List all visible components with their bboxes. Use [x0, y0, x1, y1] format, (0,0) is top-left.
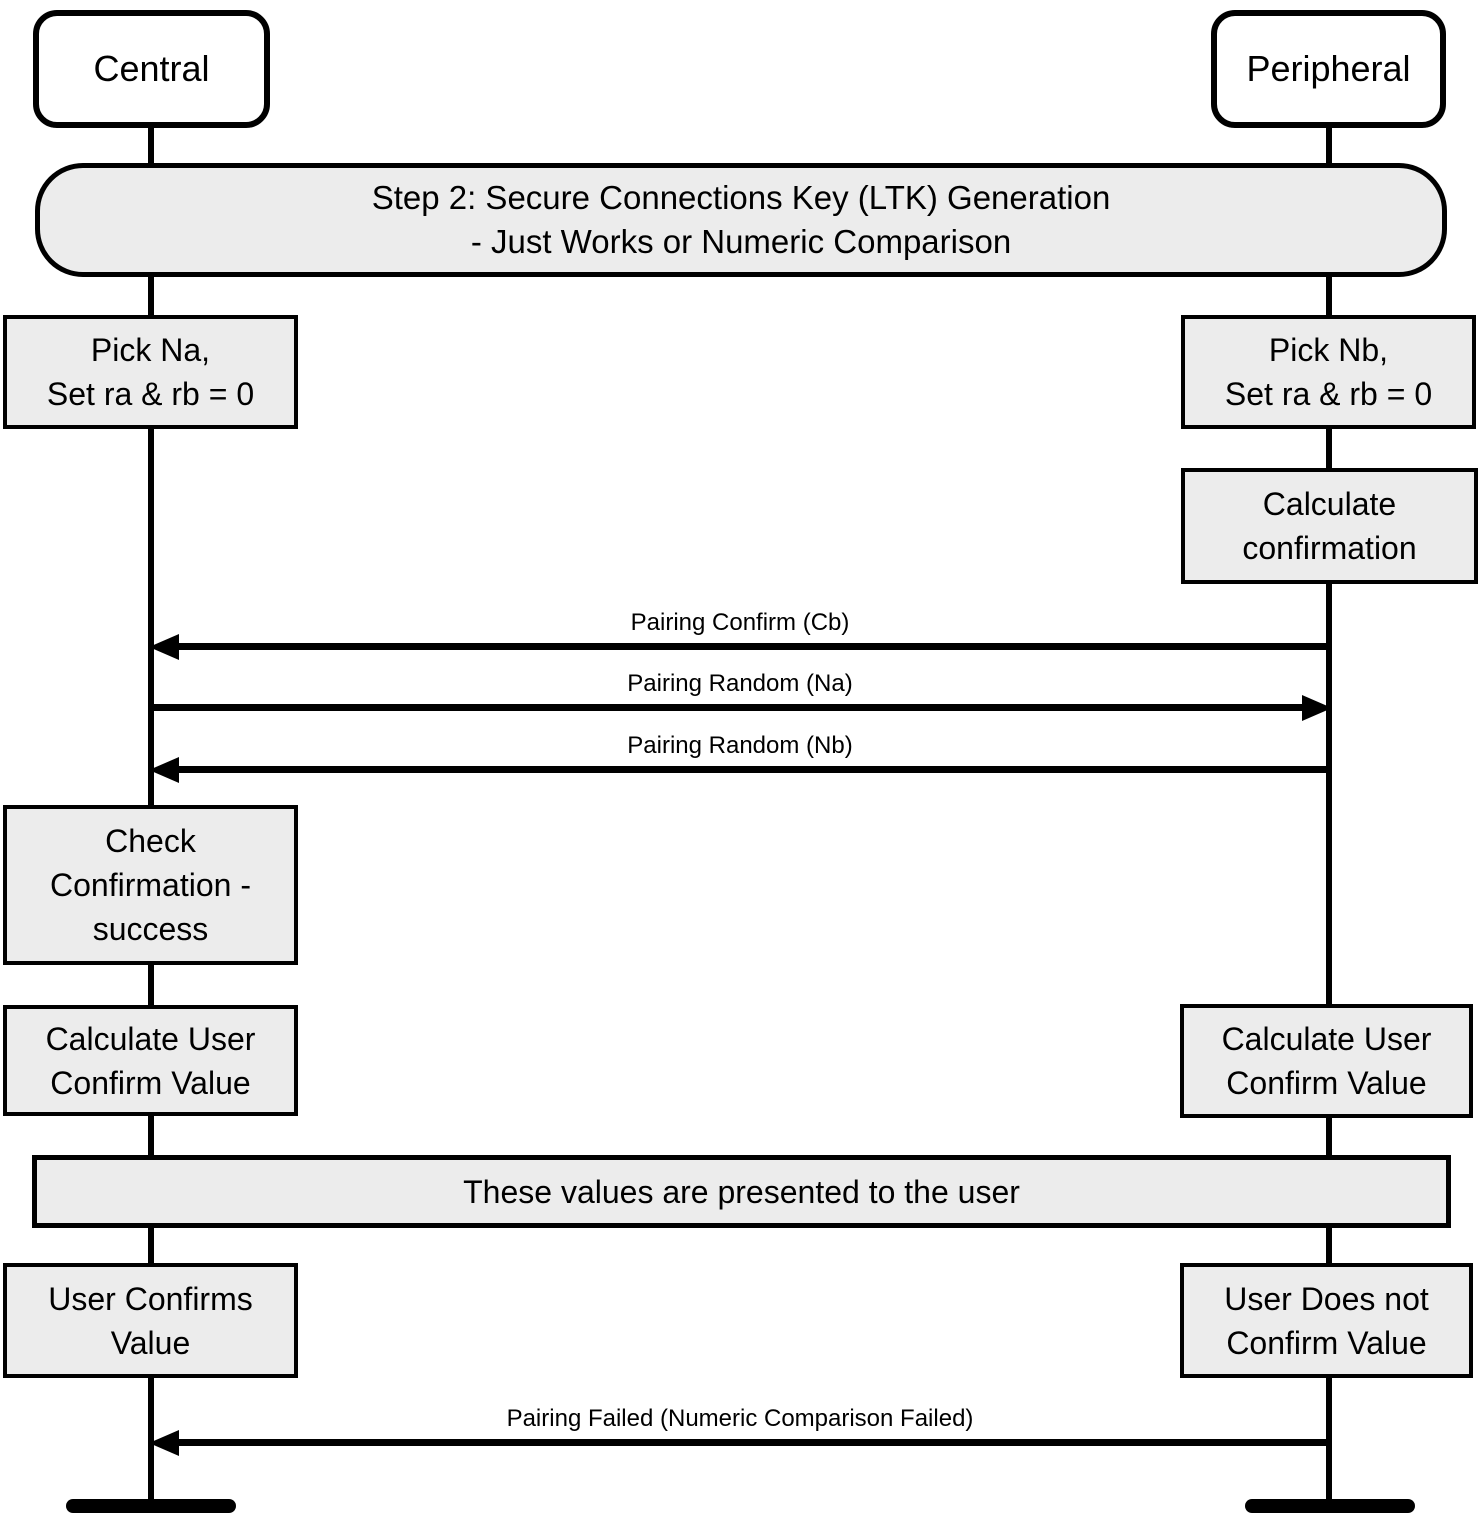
message-line-pairing-random-na — [151, 704, 1308, 711]
actor-central: Central — [33, 10, 270, 128]
message-line-pairing-failed — [170, 1439, 1329, 1446]
box-check-confirmation: Check Confirmation - success — [3, 805, 298, 965]
message-label-pairing-random-na: Pairing Random (Na) — [627, 670, 853, 697]
message-line-pairing-confirm-cb — [170, 643, 1329, 650]
box-user-does-not-confirm-value: User Does not Confirm Value — [1180, 1263, 1473, 1378]
arrowhead-right-icon — [1302, 695, 1332, 721]
message-label-pairing-confirm-cb: Pairing Confirm (Cb) — [630, 609, 850, 636]
message-label-pairing-failed: Pairing Failed (Numeric Comparison Faile… — [506, 1405, 974, 1432]
box-pick-na: Pick Na, Set ra & rb = 0 — [3, 315, 298, 429]
central-lifeline-end-bar — [66, 1499, 236, 1513]
box-pick-nb: Pick Nb, Set ra & rb = 0 — [1181, 315, 1476, 429]
arrowhead-left-icon — [149, 1430, 179, 1456]
box-calculate-user-confirm-central: Calculate User Confirm Value — [3, 1005, 298, 1116]
box-calculate-confirmation: Calculate confirmation — [1181, 468, 1478, 584]
peripheral-lifeline-end-bar — [1245, 1499, 1415, 1513]
arrowhead-left-icon — [149, 757, 179, 783]
box-values-presented: These values are presented to the user — [32, 1155, 1451, 1228]
step-banner: Step 2: Secure Connections Key (LTK) Gen… — [35, 163, 1447, 277]
arrowhead-left-icon — [149, 634, 179, 660]
box-user-confirms-value: User Confirms Value — [3, 1263, 298, 1378]
message-label-pairing-random-nb: Pairing Random (Nb) — [627, 732, 853, 759]
message-line-pairing-random-nb — [170, 766, 1329, 773]
box-calculate-user-confirm-peripheral: Calculate User Confirm Value — [1180, 1004, 1473, 1118]
peripheral-lifeline — [1326, 126, 1332, 1506]
actor-peripheral: Peripheral — [1211, 10, 1446, 128]
